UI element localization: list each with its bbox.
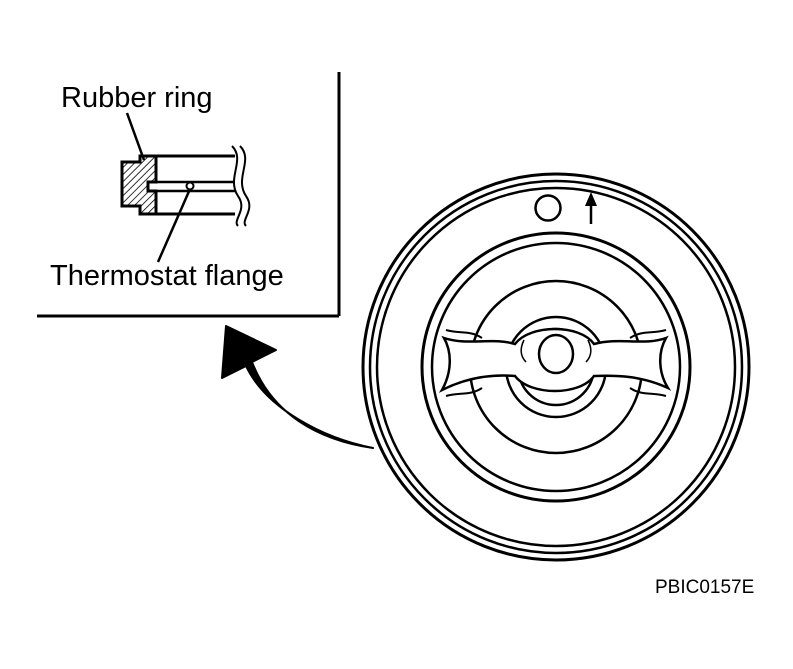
up-arrow-icon — [585, 192, 597, 224]
jiggle-valve-hole — [534, 194, 562, 222]
thermostat-flange-label: Thermostat flange — [50, 260, 284, 292]
thermostat-icon — [361, 172, 751, 562]
rubber-ring-section — [120, 154, 158, 216]
rubber-ring-detail-icon — [120, 145, 251, 227]
leader-lines — [125, 112, 192, 263]
inset-frame — [37, 72, 341, 318]
figure-code: PBIC0157E — [655, 577, 755, 598]
rubber-ring-label: Rubber ring — [61, 82, 213, 114]
curved-arrow-icon — [221, 325, 374, 449]
